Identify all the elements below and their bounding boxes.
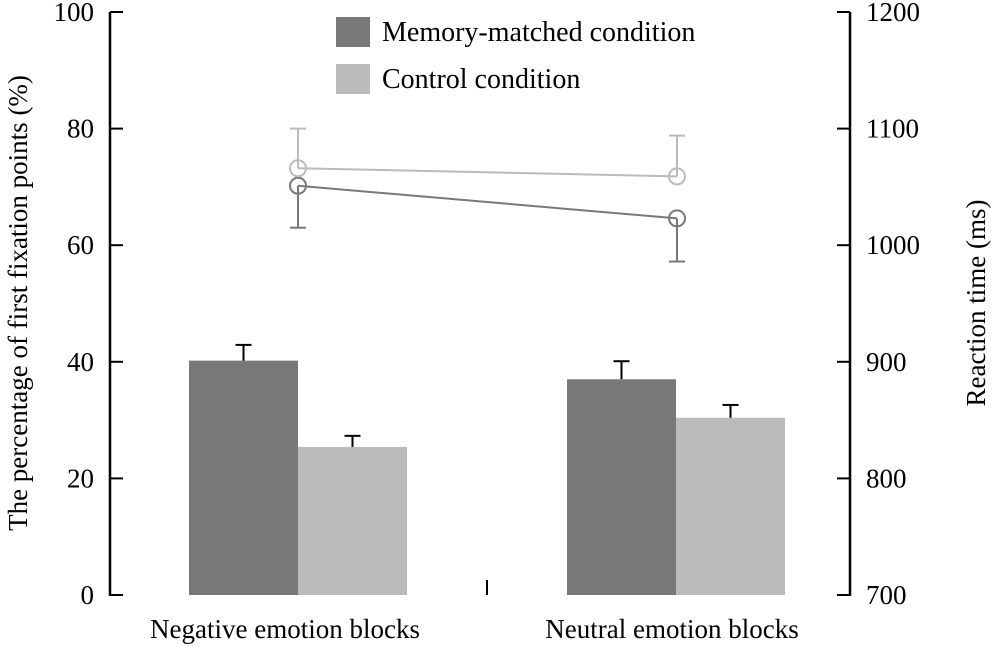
y-tick-label-right: 1100: [866, 114, 919, 144]
x-label-neutral: Neutral emotion blocks: [545, 614, 798, 644]
bar-control: [676, 417, 785, 595]
line-point-marker: [668, 209, 686, 228]
y-tick-label-left: 60: [67, 230, 94, 260]
y-tick-label-right: 800: [866, 463, 907, 493]
line-point-marker: [289, 159, 307, 178]
line-memory: [297, 184, 678, 220]
line-point-marker: [668, 167, 686, 186]
bar-memory: [189, 360, 298, 595]
y-tick-label-left: 80: [67, 114, 94, 144]
bar-control: [298, 446, 407, 595]
legend-swatch-memory: [336, 17, 370, 47]
y-axis-label-right: Reaction time (ms): [961, 200, 991, 407]
y-tick-label-left: 0: [81, 580, 95, 610]
line-control: [297, 167, 678, 178]
y-tick-label-right: 1000: [866, 230, 920, 260]
legend-swatch-control: [336, 64, 370, 94]
line-point-marker: [289, 176, 307, 195]
y-tick-label-left: 100: [54, 0, 95, 27]
y-tick-label-right: 1200: [866, 0, 920, 27]
y-tick-label-right: 900: [866, 347, 907, 377]
y-tick-label-left: 40: [67, 347, 94, 377]
legend-label-memory: Memory-matched condition: [382, 17, 695, 48]
x-label-negative: Negative emotion blocks: [150, 614, 420, 644]
y-tick-label-left: 20: [67, 463, 94, 493]
legend-label-control: Control condition: [382, 64, 580, 95]
bar-memory: [567, 379, 676, 595]
legend: Memory-matched condition Control conditi…: [336, 17, 695, 95]
y-tick-label-right: 700: [866, 580, 907, 610]
y-axis-label-left: The percentage of first fixation points …: [3, 75, 33, 531]
